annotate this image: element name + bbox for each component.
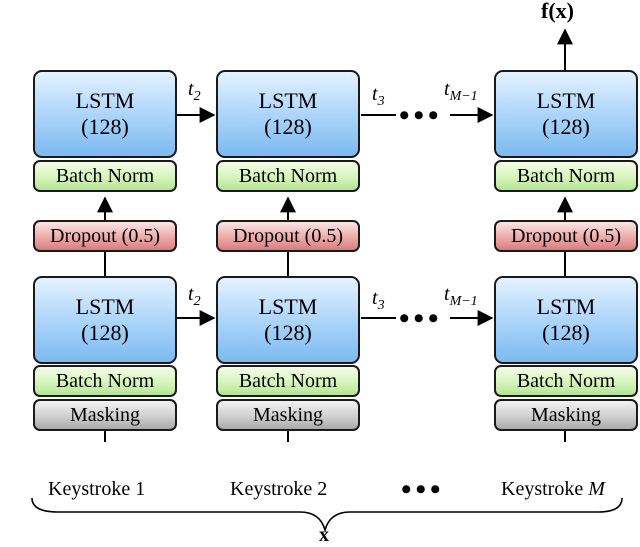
lstm-title: LSTM xyxy=(536,88,596,113)
ellipsis-top: ••• xyxy=(399,99,443,132)
dropout-m: Dropout (0.5) xyxy=(494,220,638,252)
lstm-title: LSTM xyxy=(536,294,596,319)
ellipsis-bottom: ••• xyxy=(399,302,443,335)
time-label-bottom-t2: t2 xyxy=(188,283,201,309)
dropout-1: Dropout (0.5) xyxy=(33,220,177,252)
lstm-bottom-1: LSTM (128) xyxy=(33,276,177,364)
batchnorm-top-1: Batch Norm xyxy=(33,160,177,192)
lstm-units: (128) xyxy=(264,114,312,139)
lstm-units: (128) xyxy=(81,320,129,345)
lstm-units: (128) xyxy=(264,320,312,345)
masking-m: Masking xyxy=(494,399,638,431)
batchnorm-top-m: Batch Norm xyxy=(494,160,638,192)
lstm-title: LSTM xyxy=(258,88,318,113)
lstm-bottom-m: LSTM (128) xyxy=(494,276,638,364)
lstm-top-2: LSTM (128) xyxy=(216,70,360,158)
time-label-bottom-t3: t3 xyxy=(372,287,385,313)
batchnorm-bottom-m: Batch Norm xyxy=(494,365,638,397)
lstm-bottom-2: LSTM (128) xyxy=(216,276,360,364)
lstm-top-m: LSTM (128) xyxy=(494,70,638,158)
masking-1: Masking xyxy=(33,399,177,431)
input-label-keystroke-m: Keystroke M xyxy=(501,478,605,500)
time-label-bottom-tm: tM−1 xyxy=(444,283,478,309)
ellipsis-inputs: ••• xyxy=(401,473,445,506)
dropout-2: Dropout (0.5) xyxy=(216,220,360,252)
lstm-top-1: LSTM (128) xyxy=(33,70,177,158)
lstm-units: (128) xyxy=(542,320,590,345)
lstm-units: (128) xyxy=(81,114,129,139)
time-label-top-tm: tM−1 xyxy=(444,78,478,104)
time-label-top-t3: t3 xyxy=(372,83,385,109)
input-label-keystroke-2: Keystroke 2 xyxy=(230,478,328,500)
input-label-keystroke-1: Keystroke 1 xyxy=(48,478,146,500)
lstm-title: LSTM xyxy=(75,88,135,113)
time-label-top-t2: t2 xyxy=(188,78,201,104)
lstm-units: (128) xyxy=(542,114,590,139)
batchnorm-top-2: Batch Norm xyxy=(216,160,360,192)
lstm-title: LSTM xyxy=(75,294,135,319)
output-label: f(x) xyxy=(541,0,574,23)
input-vector-label: x xyxy=(319,524,329,546)
batchnorm-bottom-1: Batch Norm xyxy=(33,365,177,397)
input-brace xyxy=(31,497,623,533)
lstm-title: LSTM xyxy=(258,294,318,319)
masking-2: Masking xyxy=(216,399,360,431)
batchnorm-bottom-2: Batch Norm xyxy=(216,365,360,397)
